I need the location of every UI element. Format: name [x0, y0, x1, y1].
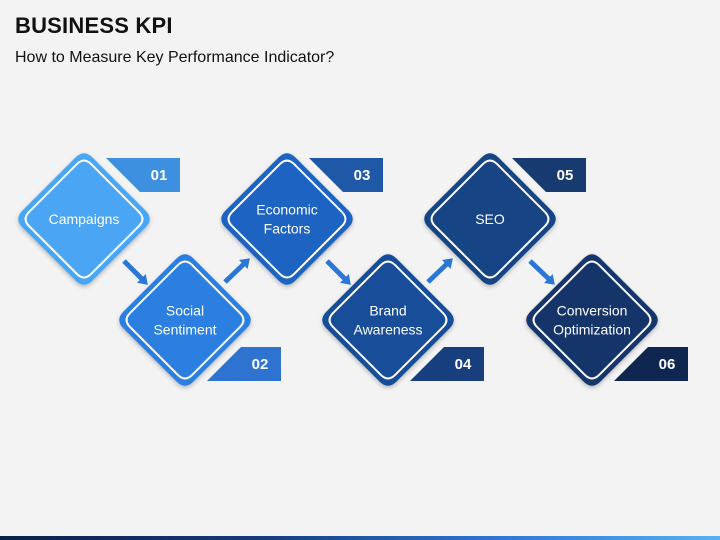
arrowhead-icon — [442, 258, 453, 269]
step-label: SEO — [475, 211, 505, 227]
footer-bar — [0, 536, 720, 540]
step-diamond-inner — [430, 159, 550, 279]
step-number-tag — [106, 158, 180, 192]
step-diamond-inner — [125, 260, 245, 380]
step-number: 03 — [354, 167, 371, 184]
step-label: Optimization — [553, 322, 631, 338]
connector-arrows — [122, 258, 555, 285]
step-label: Awareness — [353, 322, 422, 338]
page-title: BUSINESS KPI — [15, 13, 173, 38]
step-diamond-inner — [532, 260, 652, 380]
step-number-tag — [512, 158, 586, 192]
page-subtitle: How to Measure Key Performance Indicator… — [15, 49, 335, 66]
step-number: 06 — [659, 356, 676, 373]
step-number: 02 — [252, 356, 269, 373]
step-number-tag — [410, 347, 484, 381]
step-number-tag — [309, 158, 383, 192]
step-diamond-inner — [328, 260, 448, 380]
step-number: 01 — [151, 167, 168, 184]
step-diamond-inner — [227, 159, 347, 279]
step-label: Social — [166, 303, 204, 319]
arrowhead-icon — [340, 274, 351, 285]
step-diamond-inner — [24, 159, 144, 279]
arrowhead-icon — [544, 274, 555, 285]
step-label: Factors — [264, 221, 311, 237]
arrowhead-icon — [137, 274, 148, 285]
step-label: Brand — [369, 303, 406, 319]
step-number-tag — [207, 347, 281, 381]
step-number-tag — [614, 347, 688, 381]
step-label: Conversion — [557, 303, 628, 319]
step-number: 04 — [455, 356, 472, 373]
step-label: Sentiment — [153, 322, 216, 338]
arrowhead-icon — [239, 258, 250, 269]
step-label: Economic — [256, 202, 317, 218]
step-number: 05 — [557, 167, 574, 184]
step-label: Campaigns — [49, 211, 120, 227]
